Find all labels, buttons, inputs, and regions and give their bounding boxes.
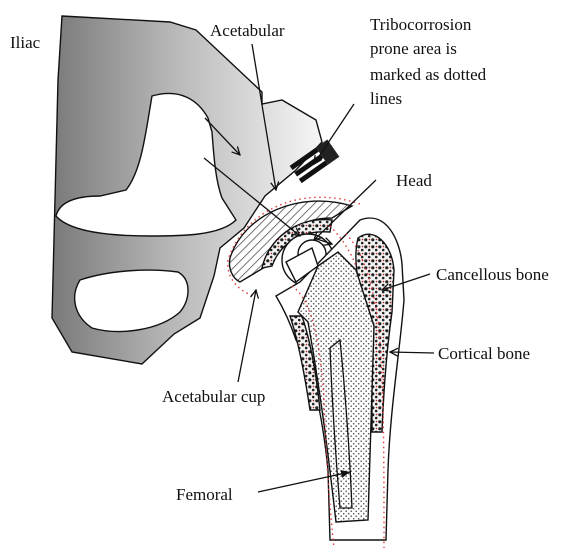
- label-tribocorrosion-line3: marked as dotted: [370, 65, 487, 84]
- label-femoral: Femoral: [176, 485, 233, 504]
- label-tribocorrosion-line2: prone area is: [370, 39, 457, 58]
- label-tribocorrosion-line1: Tribocorrosion: [370, 15, 472, 34]
- label-head: Head: [396, 171, 432, 190]
- label-cancellous-bone: Cancellous bone: [436, 265, 549, 284]
- label-cortical-bone: Cortical bone: [438, 344, 530, 363]
- label-acetabular: Acetabular: [210, 21, 285, 40]
- label-iliac: Iliac: [10, 33, 41, 52]
- label-acetabular-cup: Acetabular cup: [162, 387, 265, 406]
- leader-acetabular-cup: [238, 290, 256, 382]
- label-tribocorrosion-line4: lines: [370, 89, 402, 108]
